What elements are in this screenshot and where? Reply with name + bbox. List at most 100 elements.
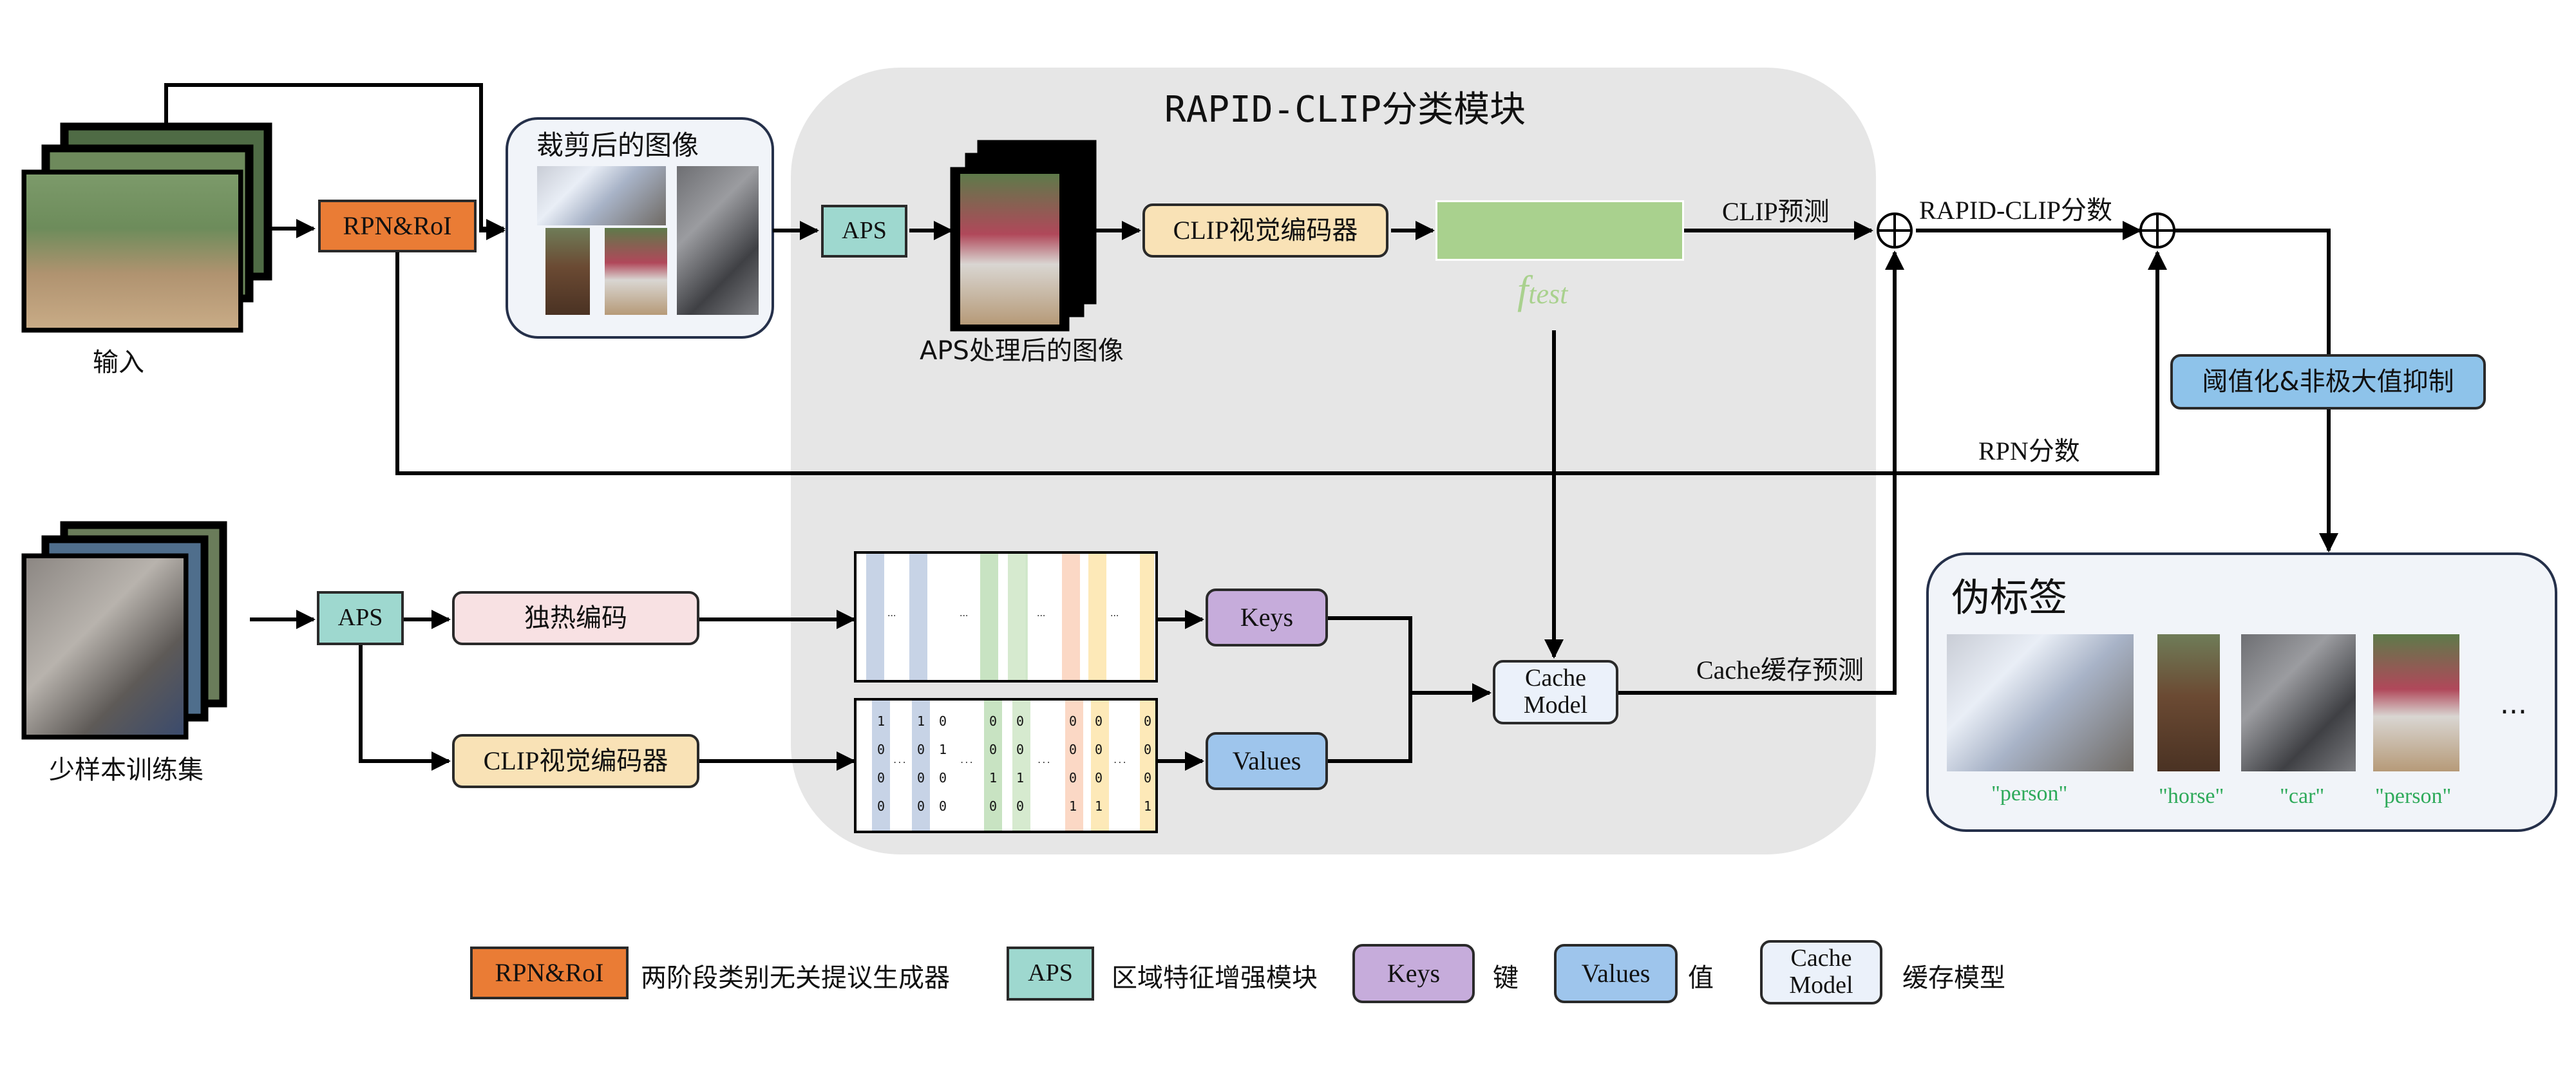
cropped-photo-umbrella [537,166,666,225]
v1-3: 0 [876,798,886,814]
v5-1: 0 [1016,742,1025,757]
cropped-photo-car [677,166,759,315]
v5-3: 0 [1016,798,1025,814]
onehot-encoding-node: 独热编码 [452,591,699,645]
pseudo-label-person-2: "person" [2375,784,2452,808]
v3-1: 1 [938,742,947,757]
v8-3: 1 [1143,798,1152,814]
v3-2: 0 [938,770,947,786]
keys-dots-2: ... [960,608,969,619]
values-dots-1: ... [893,756,907,765]
rpn-roi-node: RPN&RoI [318,200,477,252]
v6-3: 1 [1068,798,1077,814]
pseudo-label-title: 伪标签 [1951,576,2067,621]
v3-0: 0 [938,713,947,729]
v4-1: 0 [989,742,998,757]
values-matrix [854,698,1158,833]
values-dots-2: ... [960,756,974,765]
keys-matrix [854,551,1158,683]
input-photo-baseball [26,174,238,328]
v2-2: 0 [916,770,925,786]
cache-label-2: Model [1523,692,1588,719]
v7-0: 0 [1094,713,1103,729]
legend-rpn-key: RPN&RoI [495,958,604,987]
legend-keys-swatch: Keys [1352,944,1475,1003]
cache-pred-label: Cache缓存预测 [1696,655,1864,684]
cropped-images-label: 裁剪后的图像 [536,129,699,161]
v1-2: 0 [876,770,886,786]
legend-aps-key: APS [1028,959,1073,987]
aps-node-top: APS [821,205,907,258]
rapid-score-label: RAPID-CLIP分数 [1919,196,2113,225]
legend-keys-key: Keys [1387,959,1441,988]
pseudo-label-horse: "horse" [2159,784,2224,808]
v8-1: 0 [1143,742,1152,757]
feature-vector-node [1435,200,1684,261]
cropped-photo-horse [545,228,590,315]
pseudo-label-car: "car" [2280,784,2325,808]
legend-rpn-desc: 两阶段类别无关提议生成器 [641,963,950,993]
clip-encoder-bottom-label: CLIP视觉编码器 [483,746,668,775]
legend-aps-desc: 区域特征增强模块 [1112,963,1318,993]
legend-cache-key-1: Cache [1790,945,1852,972]
values-node: Values [1206,732,1328,790]
threshold-nms-node: 阈值化&非极大值抑制 [2170,354,2486,410]
v7-2: 0 [1094,770,1103,786]
v4-3: 0 [989,798,998,814]
v8-0: 0 [1143,713,1152,729]
cache-model-node: Cache Model [1493,660,1618,724]
keys-dots-4: ... [1110,608,1119,619]
keys-node: Keys [1206,589,1328,646]
sum-node-2 [2139,212,2175,249]
clip-encoder-top-label: CLIP视觉编码器 [1173,216,1358,245]
clip-pred-label: CLIP预测 [1722,197,1830,226]
v4-0: 0 [989,713,998,729]
onehot-label: 独热编码 [524,603,627,633]
values-label: Values [1232,746,1302,775]
cache-label-1: Cache [1525,664,1586,692]
fewshot-label: 少样本训练集 [49,755,204,785]
pseudo-photo-car [2241,634,2356,771]
pseudo-photo-person-1 [1947,634,2134,771]
legend-aps-swatch: APS [1007,947,1094,1001]
legend-values-key: Values [1581,959,1651,988]
legend-cache-desc: 缓存模型 [1902,963,2005,993]
v4-2: 1 [989,770,998,786]
rpn-roi-label: RPN&RoI [343,211,452,240]
v7-3: 1 [1094,798,1103,814]
v1-1: 0 [876,742,886,757]
legend-cache-swatch: Cache Model [1760,940,1882,1004]
threshold-nms-label: 阈值化&非极大值抑制 [2202,367,2454,397]
legend-cache-key-2: Model [1789,972,1853,999]
clip-encoder-bottom-node: CLIP视觉编码器 [452,734,699,788]
v7-1: 0 [1094,742,1103,757]
v6-2: 0 [1068,770,1077,786]
sum-node-1 [1877,212,1913,249]
legend-rpn-swatch: RPN&RoI [470,947,629,999]
legend-keys-desc: 键 [1493,963,1519,993]
module-title: RAPID-CLIP分类模块 [1164,89,1526,131]
v2-1: 0 [916,742,925,757]
legend-values-desc: 值 [1688,963,1714,993]
v5-0: 0 [1016,713,1025,729]
v6-0: 0 [1068,713,1077,729]
cropped-photo-batter [605,228,667,315]
v2-3: 0 [916,798,925,814]
aps-processed-label: APS处理后的图像 [920,336,1124,366]
pseudo-label-ellipsis: ... [2500,688,2527,721]
keys-dots-3: ... [1037,608,1046,619]
v6-1: 0 [1068,742,1077,757]
values-digits: 1 0 0 0 1 0 0 0 0 1 0 0 0 0 1 0 0 0 1 0 [855,707,1157,829]
values-dots-3: ... [1037,756,1051,765]
keys-label: Keys [1240,603,1294,632]
pseudo-photo-horse [2157,634,2220,771]
pseudo-label-person-1: "person" [1991,782,2068,806]
v2-0: 1 [916,713,925,729]
aps-top-label: APS [842,217,887,245]
v1-0: 1 [876,713,886,729]
v8-2: 0 [1143,770,1152,786]
legend-values-swatch: Values [1554,944,1678,1003]
v5-2: 1 [1016,770,1025,786]
